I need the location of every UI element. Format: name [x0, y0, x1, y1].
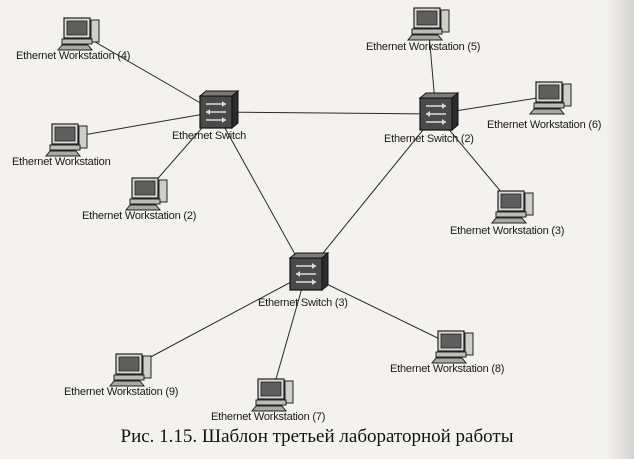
computer-icon[interactable] [44, 123, 88, 157]
switch-label-sw3: Ethernet Switch (3) [258, 297, 348, 309]
workstation-label-ws5: Ethernet Workstation (5) [366, 41, 481, 53]
computer-icon[interactable] [528, 81, 572, 115]
computer-icon[interactable] [250, 378, 294, 412]
computer-icon[interactable] [108, 353, 152, 387]
computer-icon[interactable] [56, 17, 100, 51]
figure-caption: Рис. 1.15. Шаблон третьей лабораторной р… [120, 426, 514, 447]
workstation-label-ws6: Ethernet Workstation (6) [487, 119, 602, 131]
link-sw1-sw3 [215, 111, 307, 275]
computer-icon[interactable] [406, 7, 450, 41]
switch-label-sw2: Ethernet Switch (2) [384, 133, 474, 145]
workstation-label-ws4: Ethernet Workstation (4) [16, 50, 131, 62]
switch-label-sw1: Ethernet Switch [172, 130, 247, 142]
computer-icon[interactable] [490, 190, 534, 224]
computer-icon[interactable] [124, 177, 168, 211]
workstation-label-ws9: Ethernet Workstation (9) [64, 386, 179, 398]
workstation-label-ws8: Ethernet Workstation (8) [390, 363, 505, 375]
workstation-label-ws3: Ethernet Workstation (3) [450, 225, 565, 237]
workstation-label-ws1: Ethernet Workstation [12, 156, 111, 168]
workstation-label-ws7: Ethernet Workstation (7) [211, 411, 326, 423]
link-sw1-ws4 [77, 31, 217, 113]
link-sw2-sw3 [305, 113, 437, 275]
switch-icon[interactable] [198, 89, 240, 130]
switch-icon[interactable] [418, 91, 460, 132]
link-sw3-ws8 [305, 273, 453, 346]
switch-icon[interactable] [288, 251, 330, 292]
link-sw1-ws1 [65, 111, 217, 139]
workstation-label-ws2: Ethernet Workstation (2) [82, 210, 197, 222]
computer-icon[interactable] [430, 330, 474, 364]
link-sw3-ws7 [271, 273, 307, 394]
link-sw1-sw2 [215, 111, 437, 115]
link-sw3-ws9 [129, 273, 307, 369]
